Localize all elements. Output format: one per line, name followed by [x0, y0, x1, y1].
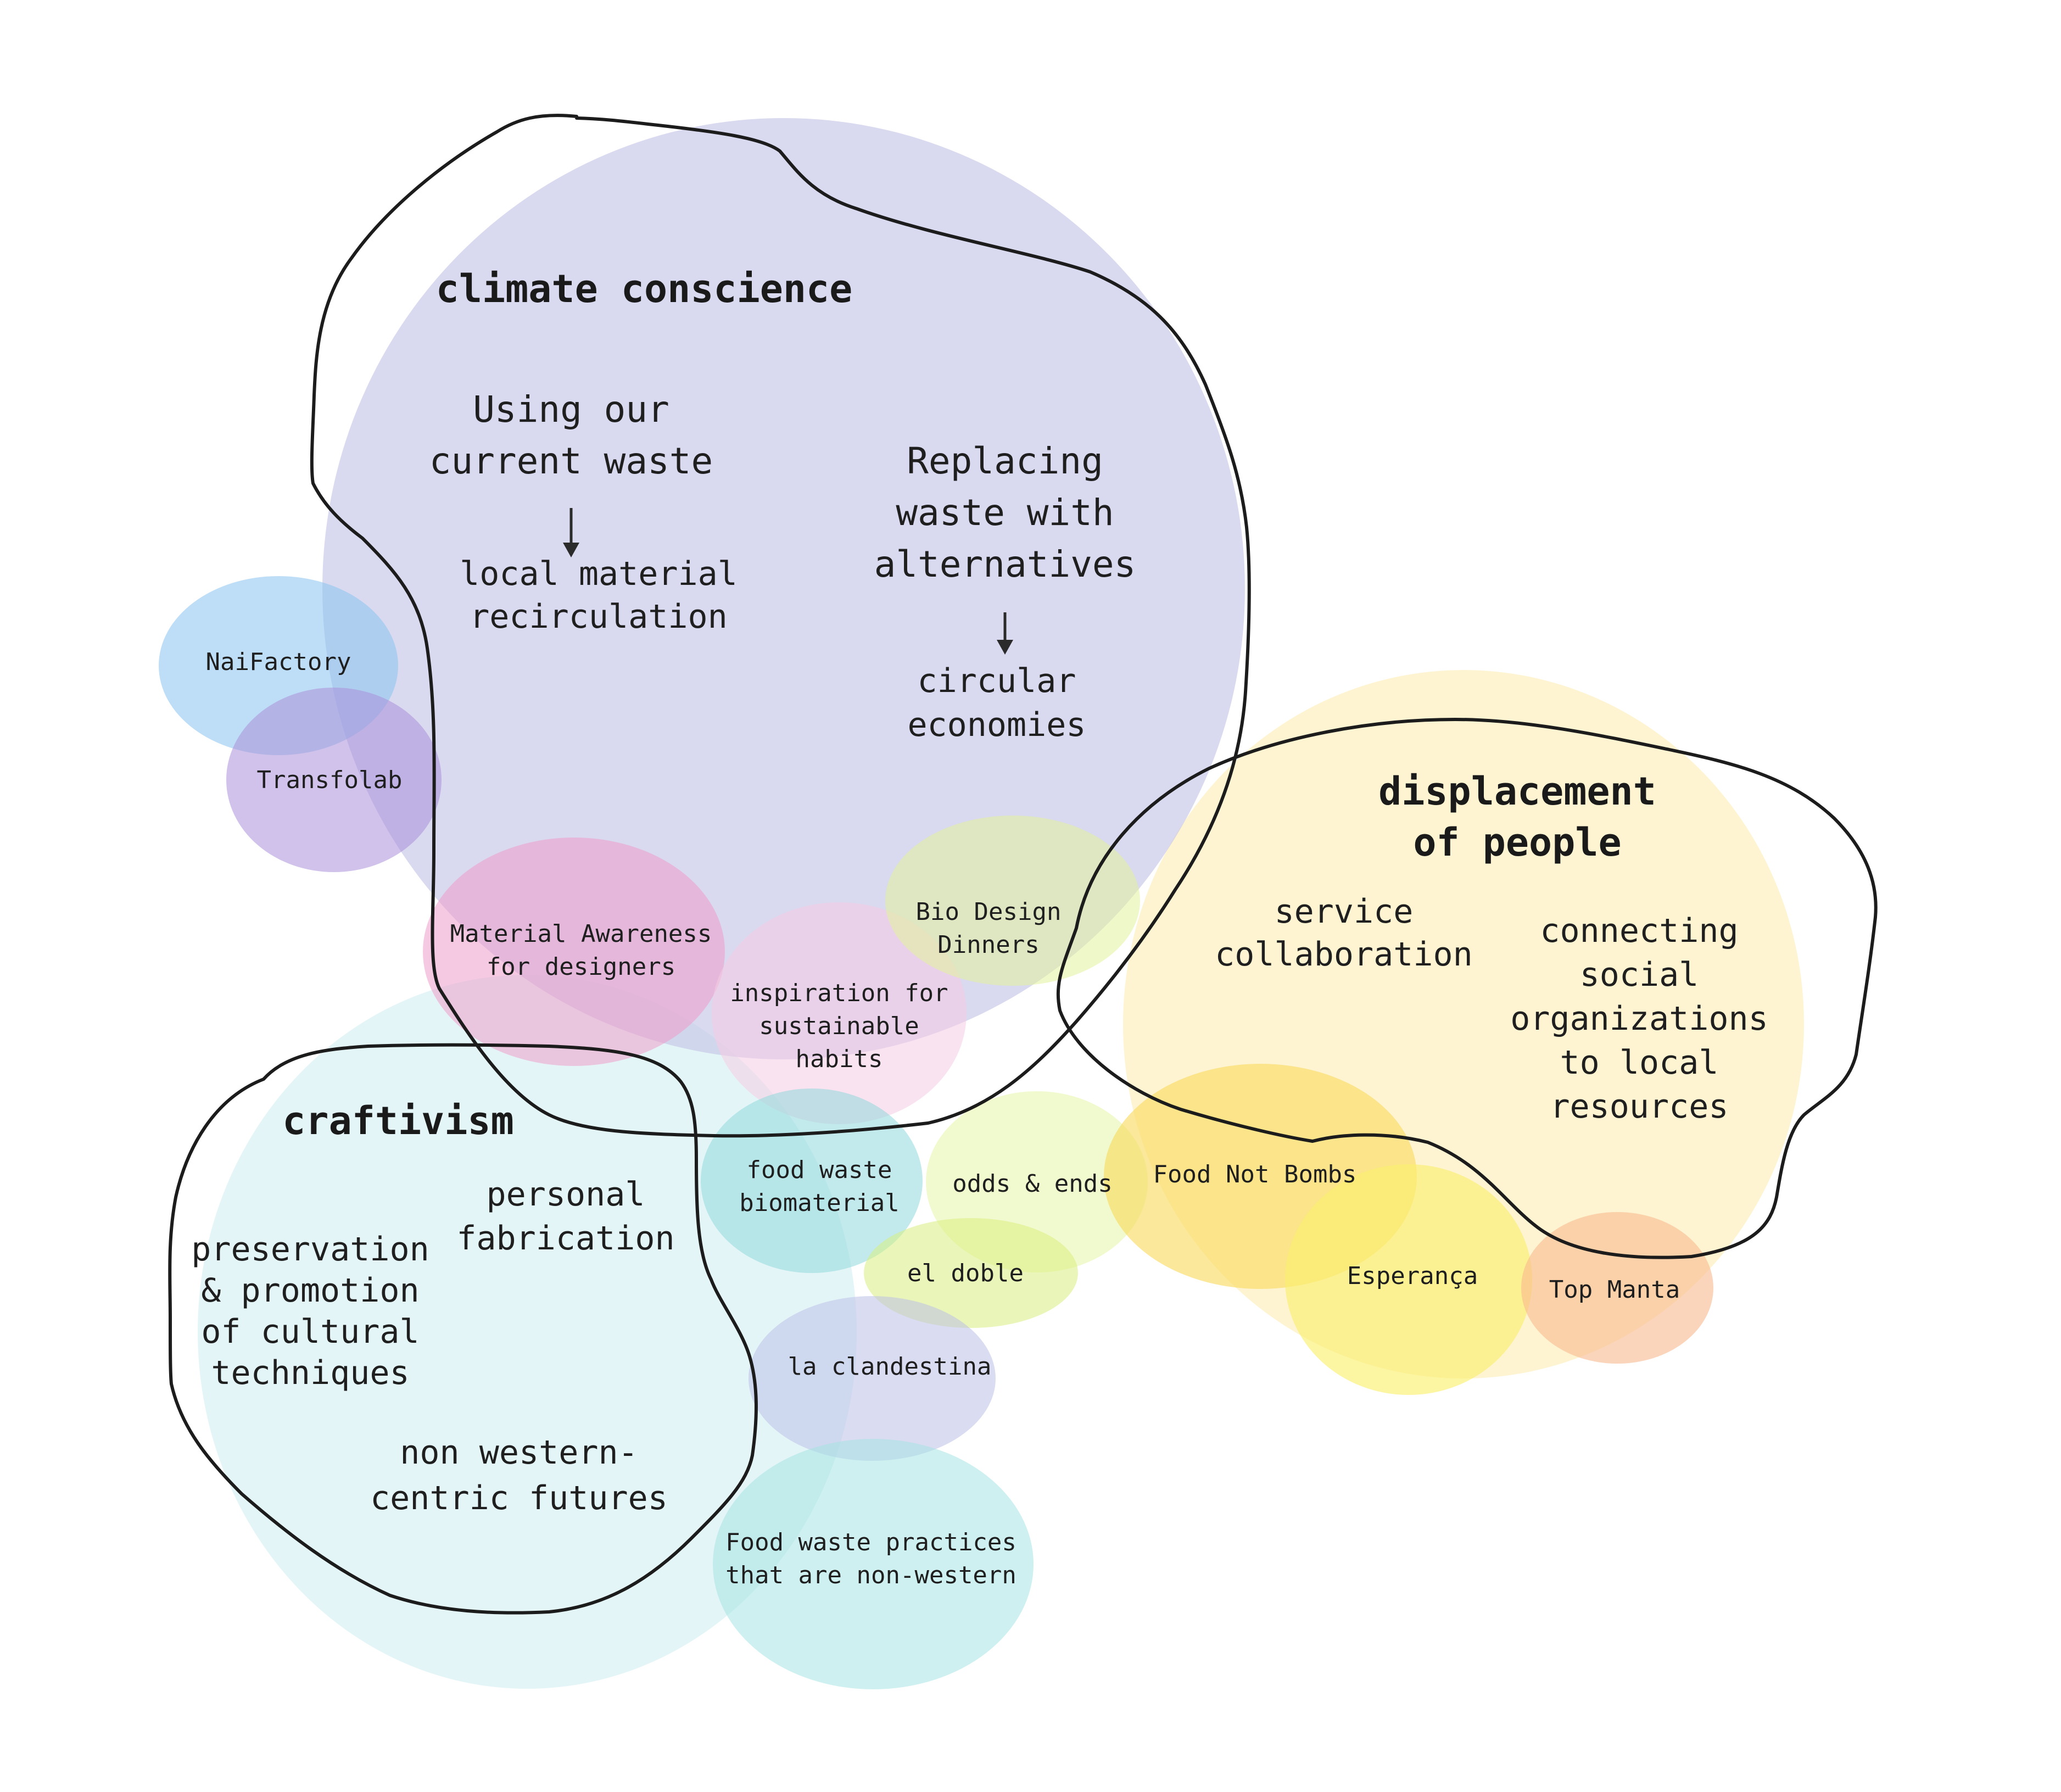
naifactory-label: NaiFactory: [206, 648, 351, 676]
climate-result-right-line1: circular: [918, 662, 1076, 700]
inspiration-line3: habits: [796, 1045, 883, 1073]
displacement-right-line1: connecting: [1540, 912, 1738, 950]
displacement-outline: [1056, 718, 1878, 1259]
transfolab-bubble: [226, 688, 442, 872]
climate-result-left-line2: recirculation: [470, 598, 728, 636]
craftivism-item-b-line4: techniques: [211, 1354, 409, 1392]
esperanca-bubble: [1285, 1164, 1532, 1395]
displacement-heading-line1: displacement: [1378, 769, 1656, 814]
food-waste-practices-line1: Food waste practices: [725, 1528, 1016, 1556]
craftivism-item-b-line1: preservation: [191, 1230, 429, 1269]
food-waste-bio-line1: food waste: [747, 1156, 892, 1184]
material-awareness-line1: Material Awareness: [450, 920, 712, 948]
displacement-right-line2: social: [1580, 956, 1699, 994]
climate-branch-right-line3: alternatives: [874, 543, 1136, 585]
el-doble-bubble: [864, 1218, 1078, 1328]
la-clandestina-bubble: [749, 1296, 996, 1461]
craftivism-outline: [168, 1043, 758, 1615]
inspiration-bubble: [712, 902, 967, 1124]
esperanca-label: Esperança: [1347, 1262, 1478, 1290]
climate-result-right-line2: economies: [907, 706, 1086, 744]
climate-heading: climate conscience: [436, 266, 853, 311]
climate-result-left-line1: local material: [460, 555, 738, 593]
food-waste-bio-line2: biomaterial: [739, 1189, 899, 1217]
craftivism-item-c-line2: centric futures: [370, 1479, 668, 1517]
material-awareness-line2: for designers: [487, 953, 675, 981]
odds-ends-label: odds & ends: [952, 1170, 1112, 1198]
displacement-left-line1: service: [1275, 892, 1414, 931]
displacement-left-line2: collaboration: [1215, 935, 1473, 974]
climate-outline: [310, 114, 1251, 1138]
el-doble-label: el doble: [907, 1259, 1024, 1287]
top-manta-bubble: [1521, 1212, 1713, 1364]
top-manta-label: Top Manta: [1549, 1276, 1680, 1304]
food-not-bombs-label: Food Not Bombs: [1153, 1160, 1357, 1188]
climate-branch-right-line1: Replacing: [907, 440, 1103, 482]
displacement-heading-line2: of people: [1413, 820, 1621, 865]
inspiration-line1: inspiration for: [730, 979, 948, 1007]
la-clandestina-label: la clandestina: [788, 1353, 992, 1381]
craftivism-item-a-line2: fabrication: [456, 1219, 674, 1258]
craftivism-item-c-line1: non western-: [400, 1433, 638, 1472]
displacement-right-line5: resources: [1550, 1087, 1728, 1126]
craftivism-item-b-line3: of cultural: [201, 1313, 419, 1351]
food-waste-practices-bubble: [713, 1439, 1034, 1689]
bio-design-bubble: [885, 816, 1140, 986]
craftivism-item-a-line1: personal: [487, 1175, 645, 1214]
food-waste-practices-line2: that are non-western: [725, 1561, 1016, 1589]
craftivism-heading: craftivism: [282, 1098, 513, 1143]
arrowhead-left-icon: [563, 543, 579, 557]
climate-branch-right-line2: waste with: [896, 492, 1114, 534]
transfolab-label: Transfolab: [257, 766, 403, 794]
climate-branch-left-line1: Using our: [473, 388, 669, 431]
craftivism-area: [198, 975, 857, 1689]
material-awareness-bubble: [423, 838, 725, 1066]
displacement-right-line3: organizations: [1510, 1000, 1768, 1038]
climate-branch-left-line2: current waste: [429, 440, 713, 482]
arrowhead-right-icon: [997, 640, 1013, 655]
bio-design-line1: Bio Design: [916, 898, 1062, 926]
bio-design-line2: Dinners: [937, 931, 1039, 959]
displacement-right-line4: to local: [1560, 1043, 1719, 1082]
inspiration-line2: sustainable: [759, 1012, 919, 1040]
craftivism-item-b-line2: & promotion: [201, 1271, 419, 1310]
